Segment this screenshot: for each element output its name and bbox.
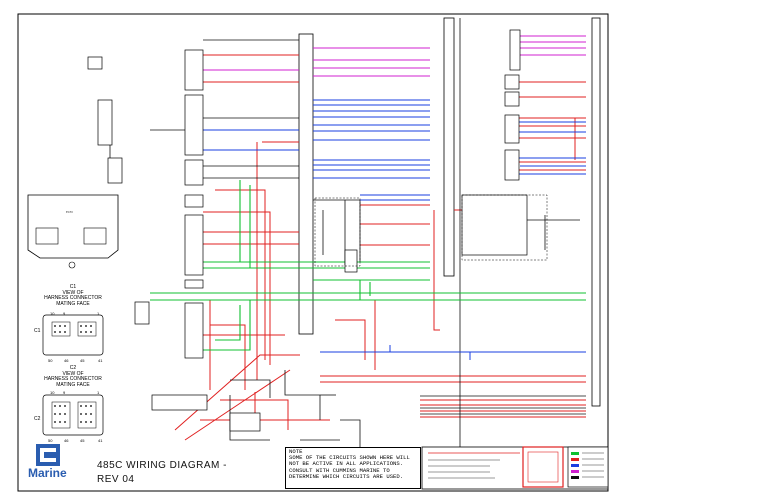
svg-text:10: 10 — [50, 311, 55, 316]
svg-text:41: 41 — [98, 438, 103, 443]
c2-connector-face — [42, 394, 104, 436]
title-block-lines — [428, 459, 500, 479]
approval-stamp — [522, 446, 564, 488]
data-wires — [203, 99, 586, 360]
ecm-connector-c1-bar — [298, 33, 314, 335]
svg-text:46: 46 — [64, 438, 69, 443]
left-components — [87, 29, 528, 432]
ecm-mount — [68, 261, 76, 269]
svg-text:C2: C2 — [34, 416, 41, 422]
drawing-revision: REV 04 — [97, 474, 135, 485]
ecm-connector-c2-bar — [443, 17, 455, 277]
sensor-enclosure-dashed-right — [461, 194, 548, 261]
ecm-window-left — [35, 227, 59, 245]
cummins-logo — [36, 444, 60, 466]
svg-text:ECM: ECM — [66, 210, 73, 214]
sheet-border — [17, 13, 609, 492]
connector-pin-grid — [54, 325, 92, 423]
terminal-strip-bar — [591, 17, 601, 407]
can-wires — [150, 180, 586, 351]
c1-view-text: C1 VIEW OF HARNESS CONNECTOR MATING FACE — [44, 284, 102, 307]
sensor-enclosure-dashed — [314, 197, 361, 267]
c2-view-label: C2 VIEW OF HARNESS CONNECTOR MATING FACE — [38, 365, 108, 388]
drawing-title: 485C WIRING DIAGRAM - — [97, 460, 227, 471]
svg-text:9: 9 — [63, 311, 66, 316]
svg-text:46: 46 — [64, 358, 69, 363]
svg-text:C1: C1 — [34, 328, 41, 334]
c1-view-label: C1 VIEW OF HARNESS CONNECTOR MATING FACE — [38, 284, 108, 307]
svg-text:41: 41 — [98, 358, 103, 363]
svg-text:50: 50 — [48, 358, 53, 363]
svg-text:45: 45 — [80, 438, 85, 443]
svg-text:50: 50 — [48, 438, 53, 443]
svg-text:1: 1 — [97, 311, 100, 316]
note-box: NOTE SOME OF THE CIRCUITS SHOWN HERE WIL… — [285, 447, 421, 489]
brand-name: Marine — [28, 466, 67, 480]
svg-text:1: 1 — [97, 390, 100, 395]
note-text: NOTE SOME OF THE CIRCUITS SHOWN HERE WIL… — [289, 448, 410, 480]
svg-text:10: 10 — [50, 390, 55, 395]
revision-legend-swatches — [571, 452, 604, 479]
ecm-window-right — [83, 227, 107, 245]
svg-text:9: 9 — [63, 390, 66, 395]
c1-connector-face — [42, 314, 104, 356]
c2-view-text: C2 VIEW OF HARNESS CONNECTOR MATING FACE — [44, 365, 102, 388]
ecm-outline — [27, 194, 119, 259]
sensor-wires — [203, 35, 586, 77]
svg-text:45: 45 — [80, 358, 85, 363]
